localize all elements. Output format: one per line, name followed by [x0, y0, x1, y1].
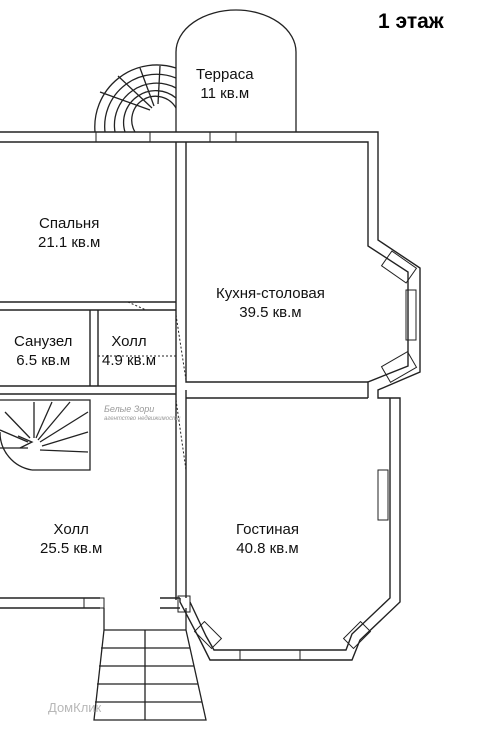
room-area: 25.5 кв.м	[40, 540, 103, 557]
room-hall-large-label: Холл 25.5 кв.м	[40, 520, 102, 558]
room-bathroom-label: Санузел 6.5 кв.м	[14, 332, 72, 370]
outer-walls	[0, 131, 421, 661]
room-area: 11 кв.м	[200, 85, 250, 102]
room-terrace-label: Терраса 11 кв.м	[196, 65, 254, 103]
room-area: 40.8 кв.м	[236, 540, 299, 557]
room-living-label: Гостиная 40.8 кв.м	[236, 520, 299, 558]
watermark-caption: агентство недвижимости	[104, 416, 181, 422]
room-area: 21.1 кв.м	[38, 234, 101, 251]
watermark-brand: Белые Зори	[104, 404, 155, 414]
room-name: Спальня	[39, 215, 100, 232]
door-marks	[98, 301, 187, 471]
spiral-stair-hall	[0, 399, 91, 471]
terrace-outline	[175, 9, 297, 132]
room-name: Холл	[53, 521, 89, 538]
room-name: Санузел	[14, 333, 73, 350]
room-name: Гостиная	[236, 521, 299, 538]
spiral-stair-top	[94, 64, 177, 133]
room-kitchen-label: Кухня-столовая 39.5 кв.м	[216, 284, 325, 322]
room-area: 39.5 кв.м	[239, 304, 302, 321]
room-name: Терраса	[196, 66, 254, 83]
watermark-source: ДомКлик	[48, 700, 102, 715]
room-name: Холл	[111, 333, 147, 350]
entrance-stairs	[93, 608, 207, 721]
room-hall-small-label: Холл 4.9 кв.м	[102, 332, 156, 370]
room-name: Кухня-столовая	[216, 285, 325, 302]
floor-label: 1 этаж	[378, 10, 444, 33]
windows	[83, 131, 418, 661]
room-bedroom-label: Спальня 21.1 кв.м	[38, 214, 100, 252]
interior-walls	[0, 142, 368, 600]
room-area: 4.9 кв.м	[102, 352, 157, 369]
room-area: 6.5 кв.м	[16, 352, 71, 369]
